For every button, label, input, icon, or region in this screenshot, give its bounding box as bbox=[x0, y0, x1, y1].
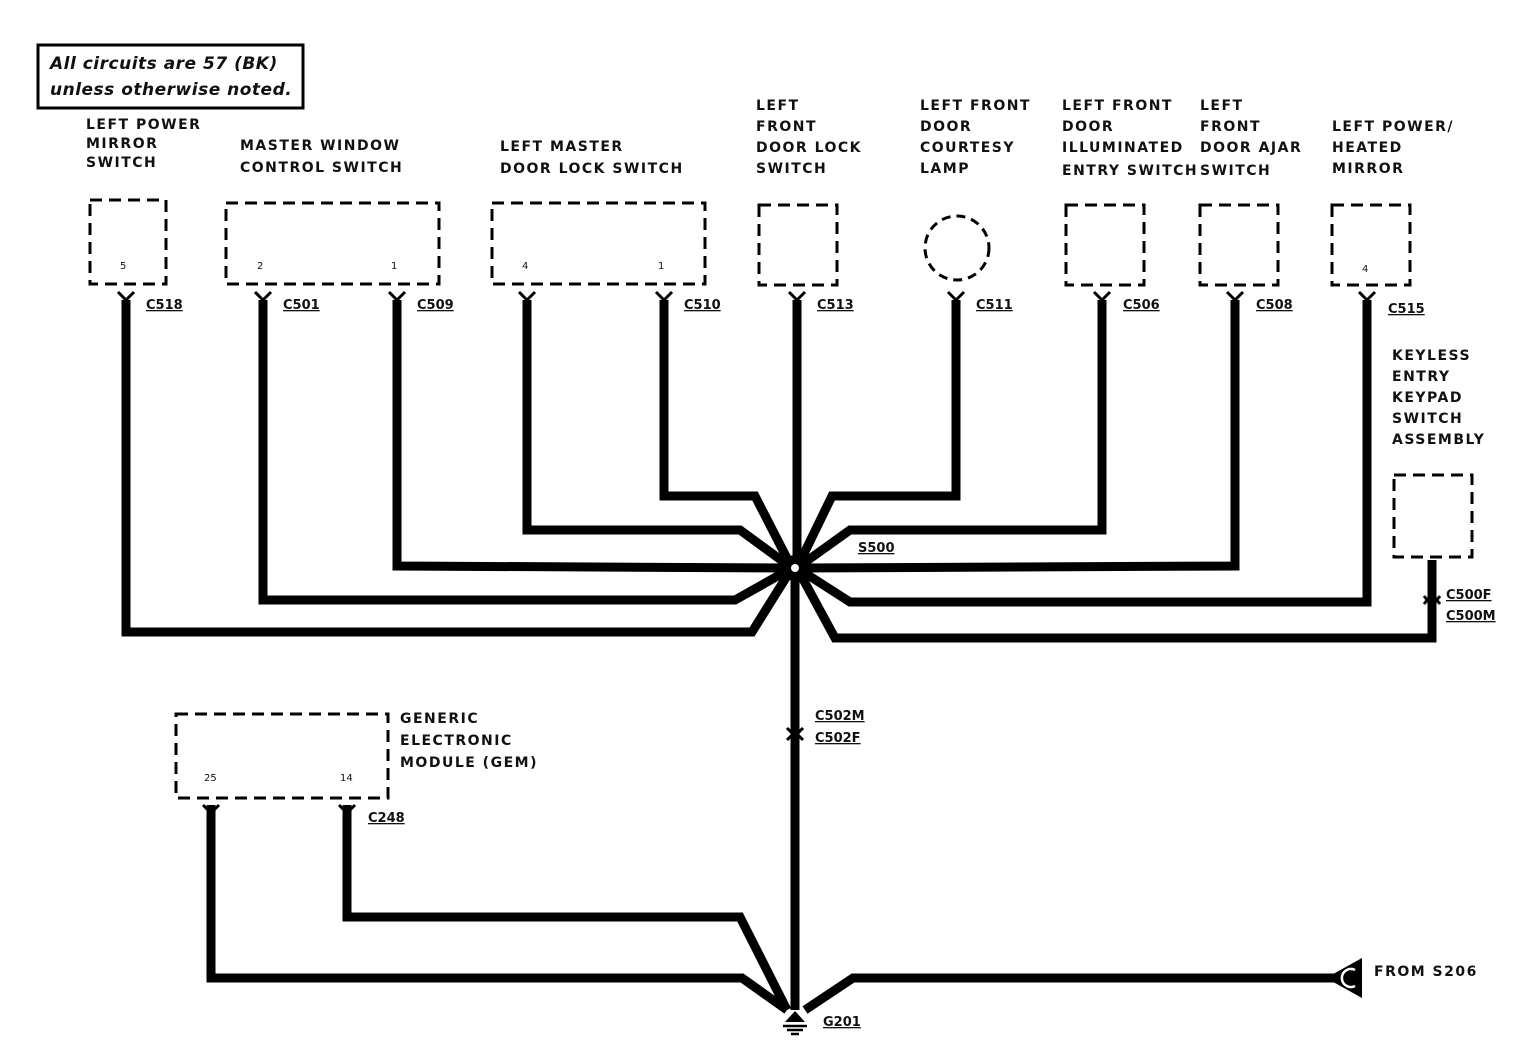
inline-connector-c502: C502M C502F bbox=[785, 709, 865, 746]
connector-label: C515 bbox=[1388, 302, 1425, 317]
label: MIRROR bbox=[86, 136, 158, 152]
left-master-door-lock-switch: LEFT MASTER DOOR LOCK SWITCH 4 1 C510 bbox=[490, 139, 721, 313]
pin-label: 25 bbox=[204, 773, 217, 784]
wire-c511 bbox=[792, 300, 961, 570]
pin-label: 2 bbox=[257, 261, 263, 272]
label: SWITCH bbox=[756, 161, 827, 177]
label: GENERIC bbox=[400, 711, 479, 727]
connector-label: C500M bbox=[1446, 609, 1496, 624]
label: LEFT MASTER bbox=[500, 139, 624, 155]
label: SWITCH bbox=[1200, 163, 1271, 179]
label: MASTER WINDOW bbox=[240, 138, 400, 154]
wire-c515 bbox=[794, 300, 1372, 607]
wire-c510-pin4 bbox=[522, 300, 795, 572]
connector-label: C502F bbox=[815, 731, 861, 746]
label: MODULE (GEM) bbox=[400, 755, 538, 771]
master-window-control-switch: MASTER WINDOW CONTROL SWITCH 2 1 C501 C5… bbox=[224, 138, 454, 313]
label: LEFT FRONT bbox=[920, 98, 1031, 114]
left-power-mirror-switch: LEFT POWER MIRROR SWITCH 5 C518 bbox=[86, 117, 201, 313]
wire-c518 bbox=[121, 300, 796, 637]
wire-gem-pin14 bbox=[342, 805, 792, 1013]
splice-s500: S500 bbox=[782, 541, 895, 581]
label: LEFT POWER bbox=[86, 117, 201, 133]
left-front-door-lock-switch: LEFT FRONT DOOR LOCK SWITCH C513 bbox=[756, 98, 862, 313]
label: ASSEMBLY bbox=[1392, 432, 1485, 448]
from-s206-arrow: FROM S206 bbox=[1326, 958, 1478, 998]
note-line-1: All circuits are 57 (BK) bbox=[48, 54, 278, 74]
wire-c506 bbox=[794, 300, 1107, 572]
label: ENTRY bbox=[1392, 369, 1450, 385]
label: DOOR bbox=[920, 119, 972, 135]
connector-label: C500F bbox=[1446, 588, 1492, 603]
pin-label: 4 bbox=[1362, 264, 1368, 275]
wire-c510-pin1 bbox=[659, 300, 797, 571]
label: KEYLESS bbox=[1392, 348, 1471, 364]
lamp-icon bbox=[923, 214, 991, 282]
connector-label: C501 bbox=[283, 298, 320, 313]
connector-label: C518 bbox=[146, 298, 183, 313]
wire-gem-pin25 bbox=[206, 805, 790, 1014]
label: SWITCH bbox=[1392, 411, 1463, 427]
label: KEYPAD bbox=[1392, 390, 1463, 406]
ground-icon bbox=[785, 1011, 805, 1022]
left-front-door-courtesy-lamp: LEFT FRONT DOOR COURTESY LAMP C511 bbox=[920, 98, 1031, 313]
label: COURTESY bbox=[920, 140, 1015, 156]
connector-label: C508 bbox=[1256, 298, 1293, 313]
connector-label: C510 bbox=[684, 298, 721, 313]
door-ajar-switch: LEFT FRONT DOOR AJAR SWITCH C508 bbox=[1198, 98, 1302, 313]
label: LAMP bbox=[920, 161, 970, 177]
splice-label: S500 bbox=[858, 541, 895, 556]
pin-label: 4 bbox=[522, 261, 528, 272]
illuminated-entry-switch: LEFT FRONT DOOR ILLUMINATED ENTRY SWITCH… bbox=[1062, 98, 1198, 313]
label: CONTROL SWITCH bbox=[240, 160, 403, 176]
label: ILLUMINATED bbox=[1062, 140, 1184, 156]
ground-g201: G201 bbox=[783, 1011, 861, 1036]
wire-c509 bbox=[392, 300, 793, 573]
label: FRONT bbox=[1200, 119, 1261, 135]
label: LEFT FRONT bbox=[1062, 98, 1173, 114]
pin-label: 1 bbox=[658, 261, 664, 272]
pin-label: 5 bbox=[120, 261, 126, 272]
label: ELECTRONIC bbox=[400, 733, 513, 749]
left-power-heated-mirror: LEFT POWER/ HEATED MIRROR 4 C515 bbox=[1330, 119, 1454, 317]
label: LEFT POWER/ bbox=[1332, 119, 1454, 135]
label: SWITCH bbox=[86, 155, 157, 171]
label: LEFT bbox=[756, 98, 800, 114]
label: DOOR bbox=[1062, 119, 1114, 135]
connector-label: C506 bbox=[1123, 298, 1160, 313]
connector-label: C513 bbox=[817, 298, 854, 313]
wire-from-s206 bbox=[802, 973, 1345, 1014]
keyless-entry-keypad: KEYLESS ENTRY KEYPAD SWITCH ASSEMBLY C50… bbox=[1392, 348, 1496, 624]
label: DOOR LOCK SWITCH bbox=[500, 161, 684, 177]
pin-label: 1 bbox=[391, 261, 397, 272]
label: DOOR LOCK bbox=[756, 140, 862, 156]
connector-label: C511 bbox=[976, 298, 1013, 313]
label: LEFT bbox=[1200, 98, 1244, 114]
label: DOOR AJAR bbox=[1200, 140, 1302, 156]
pin-label: 14 bbox=[340, 773, 353, 784]
generic-electronic-module: GENERIC ELECTRONIC MODULE (GEM) 25 14 C2… bbox=[174, 711, 538, 826]
connector-label: C248 bbox=[368, 811, 405, 826]
wire-c501 bbox=[258, 300, 795, 605]
label: MIRROR bbox=[1332, 161, 1404, 177]
label: HEATED bbox=[1332, 140, 1403, 156]
label: FRONT bbox=[756, 119, 817, 135]
circuit-note: All circuits are 57 (BK) unless otherwis… bbox=[36, 43, 305, 110]
wire-c508 bbox=[796, 300, 1240, 573]
label: ENTRY SWITCH bbox=[1062, 163, 1198, 179]
label: FROM S206 bbox=[1374, 964, 1478, 980]
connector-label: C502M bbox=[815, 709, 865, 724]
connector-label: C509 bbox=[417, 298, 454, 313]
ground-label: G201 bbox=[823, 1015, 861, 1030]
wires bbox=[121, 300, 1437, 1014]
wire-c500 bbox=[793, 560, 1437, 643]
note-line-2: unless otherwise noted. bbox=[50, 80, 292, 100]
